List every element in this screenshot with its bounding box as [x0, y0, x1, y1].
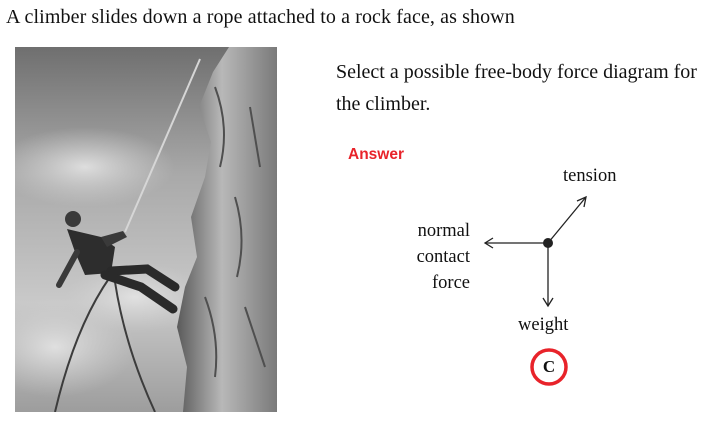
rope-upper — [124, 58, 201, 233]
weight-label: weight — [518, 315, 569, 335]
climber-photo — [15, 47, 277, 412]
question-text: Select a possible free-body force diagra… — [336, 61, 697, 115]
free-body-diagram — [483, 195, 587, 308]
answer-circle — [530, 348, 568, 386]
rock-face — [177, 47, 277, 412]
climber-figure — [56, 211, 180, 314]
answer-label: Answer — [348, 146, 404, 163]
tension-label: tension — [563, 166, 617, 186]
tension-arrow — [547, 196, 587, 244]
rope-lower — [54, 276, 111, 412]
point-mass — [543, 238, 553, 248]
answer-choice: C — [542, 357, 556, 376]
normal-contact-force-label: normal contact force — [416, 221, 470, 293]
question-heading: A climber slides down a rope attached to… — [6, 6, 515, 28]
